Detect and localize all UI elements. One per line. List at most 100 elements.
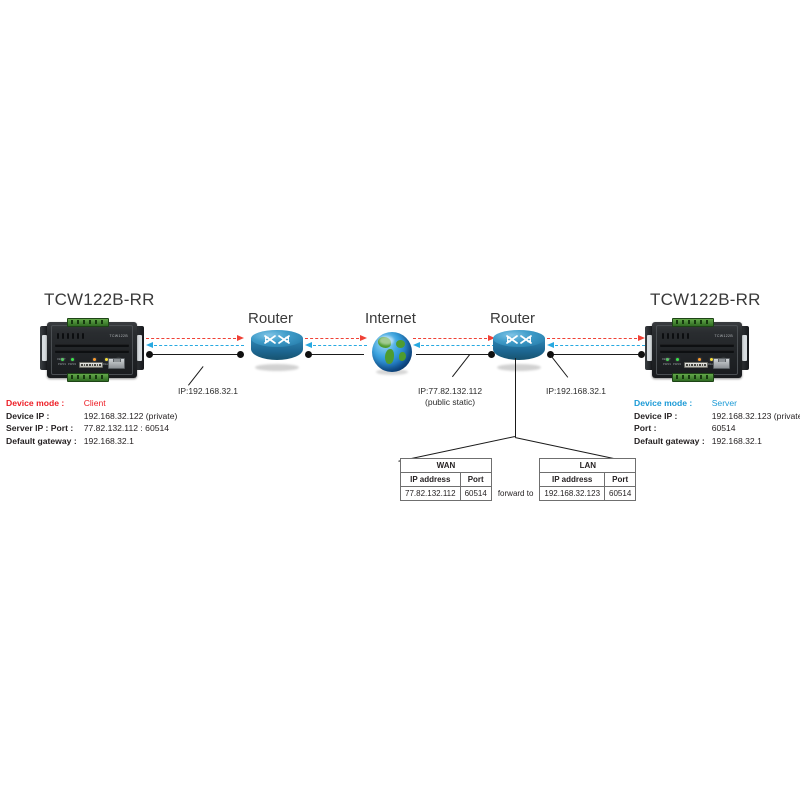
table-row-group-header: WAN LAN: [400, 458, 637, 473]
internet-label: Internet: [365, 310, 416, 327]
client-mode-value: Client: [83, 398, 106, 408]
uplink-arrow-line: [305, 338, 359, 339]
physical-link-line: [550, 354, 642, 355]
downlink-arrow-line: [421, 345, 495, 346]
panel-slot-lower: [660, 350, 734, 353]
physical-link-line: [308, 354, 364, 355]
globe-icon: [372, 332, 412, 375]
server-ip-key: Device IP :: [634, 410, 678, 421]
led-power2: [71, 358, 74, 361]
lan-port-value: 60514: [604, 486, 637, 501]
vent-holes: [57, 333, 84, 339]
router-right-icon: [493, 330, 545, 371]
panel-slot-lower: [55, 350, 129, 353]
router-arrows-icon: [264, 335, 290, 344]
uplink-arrowhead-icon: [488, 334, 495, 341]
left-device-icon: TCW122B PWR1 PWR2 REL1 REL2 IN RESET: [40, 318, 144, 382]
panel-print: RESET: [662, 358, 671, 361]
terminal-block-top: [672, 318, 714, 327]
right-device-icon: TCW122B PWR1 PWR2 REL1 REL2 IN RESET: [645, 318, 749, 382]
led-relay2: [710, 358, 713, 361]
client-ip-value: 192.168.32.122 (private): [83, 410, 178, 421]
physical-link-line: [149, 354, 241, 355]
physical-link-line: [416, 354, 492, 355]
ethernet-port: [713, 358, 730, 369]
right-device-title: TCW122B-RR: [650, 290, 761, 309]
server-port-key: Port :: [634, 423, 657, 434]
uplink-arrowhead-icon: [360, 334, 367, 341]
spacer-cell: [491, 459, 540, 487]
downlink-arrow-line: [154, 345, 244, 346]
left-router-ip-label: IP:192.168.32.1: [178, 386, 239, 396]
link-endpoint-dot: [146, 350, 153, 358]
router-left-label: Router: [248, 310, 294, 327]
vent-holes: [662, 333, 689, 339]
wan-ip-line2: (public static): [425, 397, 476, 407]
router-arrows-icon: [506, 335, 532, 344]
mount-flange-right: [740, 326, 749, 370]
lan-ip-header: IP address: [539, 472, 606, 487]
ethernet-port: [108, 358, 125, 369]
led-relay2: [105, 358, 108, 361]
link-endpoint-dot: [547, 350, 554, 358]
led-power1: [666, 358, 669, 361]
wan-port-value: 60514: [459, 486, 492, 501]
dip-switch: [79, 362, 103, 368]
client-info-block: Device mode : Client Device IP : 192.168…: [6, 398, 177, 448]
client-gateway-value: 192.168.32.1: [83, 435, 134, 446]
lan-group-header: LAN: [539, 458, 637, 473]
panel-slot-upper: [55, 344, 129, 347]
wan-port-header: Port: [459, 472, 492, 487]
device-brand-text: TCW122B: [109, 334, 128, 338]
mount-flange-left: [40, 326, 49, 370]
uplink-arrow-line: [547, 338, 637, 339]
server-port-value: 60514: [711, 423, 736, 434]
downlink-arrowhead-icon: [413, 341, 420, 348]
server-gateway-key: Default gateway :: [634, 435, 705, 446]
link-endpoint-dot: [305, 350, 312, 358]
forward-to-label: forward to: [497, 489, 534, 498]
link-internet-to-router: [413, 334, 495, 362]
downlink-arrowhead-icon: [146, 341, 153, 348]
right-router-wan-ip-label: IP:77.82.132.112 (public static): [418, 386, 482, 408]
client-server-value: 77.82.132.112 : 60514: [83, 423, 170, 434]
downlink-arrow-line: [313, 345, 367, 346]
server-ip-value: 192.168.32.123 (private): [711, 410, 800, 421]
link-endpoint-dot: [237, 350, 244, 358]
device-body: TCW122B PWR1 PWR2 REL1 REL2 IN RESET: [652, 322, 742, 378]
terminal-block-bottom: [67, 373, 109, 382]
led-relay1: [93, 358, 96, 361]
client-ip-key: Device IP :: [6, 410, 50, 421]
terminal-block-bottom: [672, 373, 714, 382]
wan-ip-line1: IP:77.82.132.112: [418, 386, 483, 396]
client-gateway-key: Default gateway :: [6, 435, 77, 446]
callout-stem-line: [515, 358, 517, 437]
link-router-to-internet: [305, 334, 367, 362]
terminal-block-top: [67, 318, 109, 327]
port-forward-table: WAN LAN IP address Port IP address Port …: [400, 458, 637, 501]
table-row-data: 77.82.132.112 60514 forward to 192.168.3…: [400, 486, 637, 501]
led-power2: [676, 358, 679, 361]
led-power1: [61, 358, 64, 361]
device-body: TCW122B PWR1 PWR2 REL1 REL2 IN RESET: [47, 322, 137, 378]
link-endpoint-dot: [488, 350, 495, 358]
device-brand-text: TCW122B: [714, 334, 733, 338]
server-mode-key: Device mode :: [634, 398, 693, 408]
lan-port-header: Port: [604, 472, 637, 487]
link-client-to-router: [146, 334, 244, 362]
router-left-icon: [251, 330, 303, 371]
wan-ip-value: 77.82.132.112: [400, 486, 461, 501]
link-endpoint-dot: [638, 350, 645, 358]
client-server-key: Server IP : Port :: [6, 423, 74, 434]
dip-switch: [684, 362, 708, 368]
wan-group-header: WAN: [400, 458, 492, 473]
link-router-to-server: [547, 334, 645, 362]
lan-ip-value: 192.168.32.123: [539, 486, 606, 501]
mount-flange-right: [135, 326, 144, 370]
server-mode-value: Server: [711, 398, 737, 408]
server-info-block: Device mode : Server Device IP : 192.168…: [634, 398, 800, 448]
uplink-arrowhead-icon: [638, 334, 645, 341]
panel-print: RESET: [57, 358, 66, 361]
mount-flange-left: [645, 326, 654, 370]
